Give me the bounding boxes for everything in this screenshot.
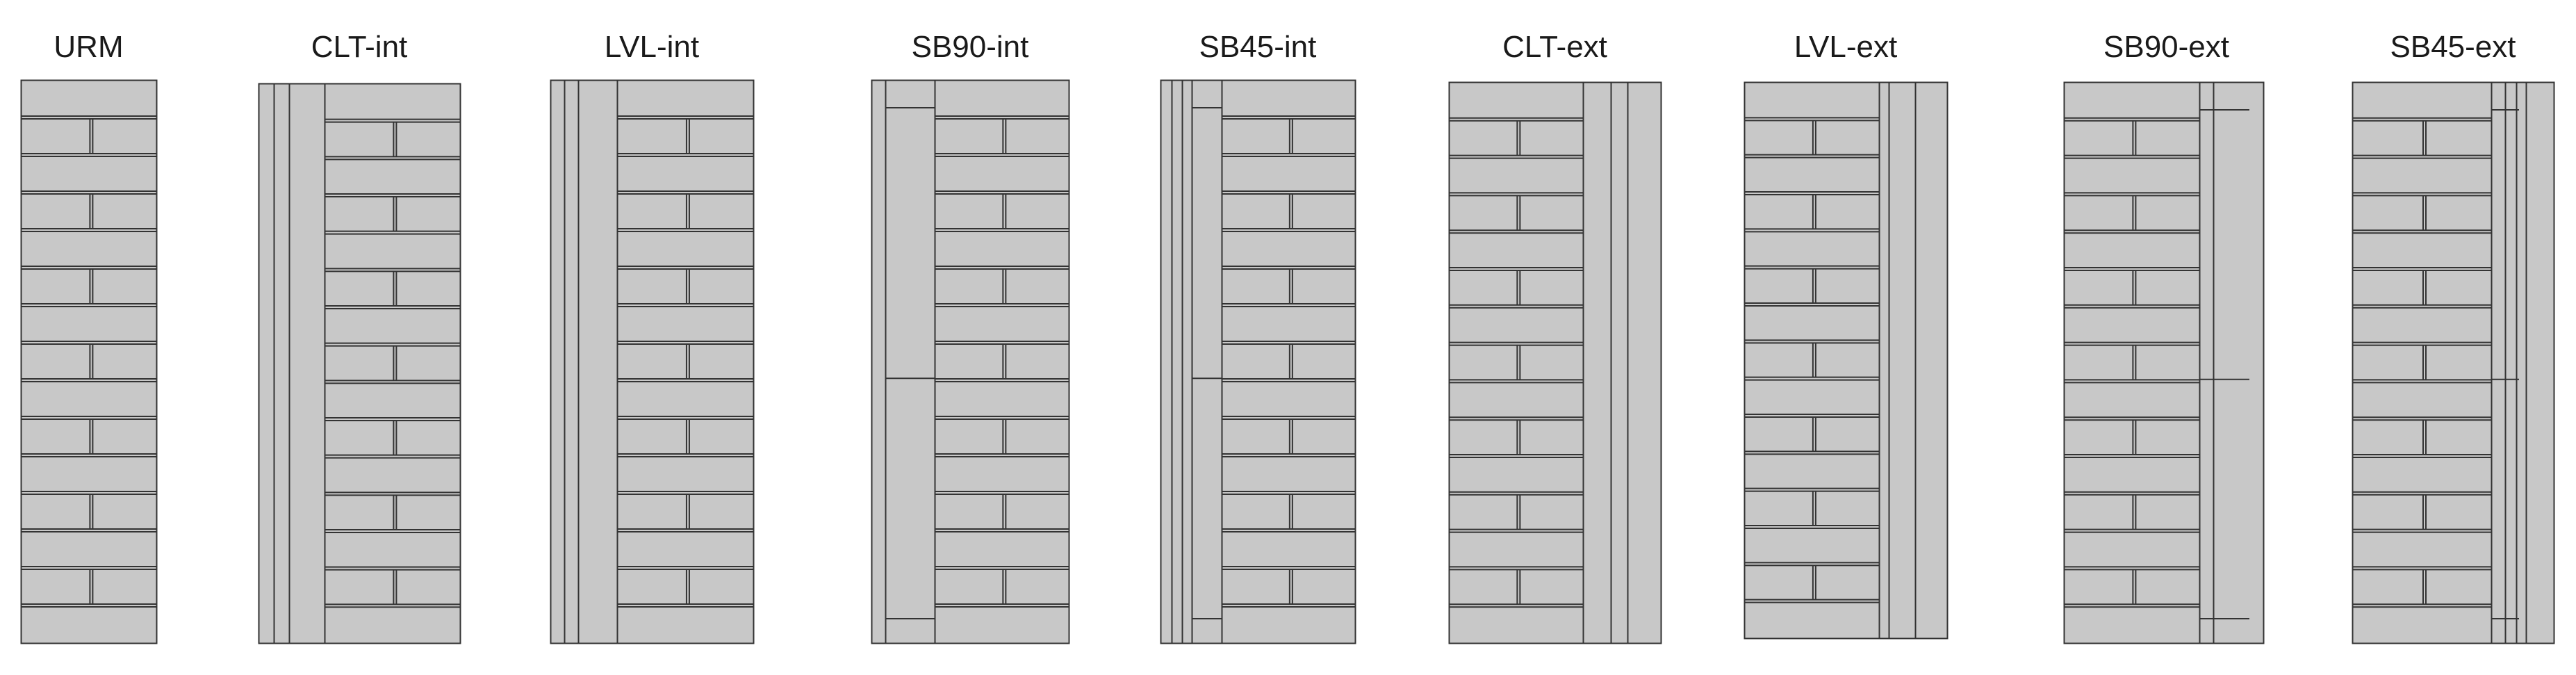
masonry-wythe	[2063, 81, 2201, 644]
retrofit-layer	[2199, 81, 2215, 644]
panel-lvl-ext: LVL-ext	[1744, 0, 1949, 675]
panel-label: SB90-ext	[2103, 30, 2229, 64]
panel-clt-int: CLT-int	[258, 0, 461, 675]
retrofit-layer	[1627, 81, 1662, 644]
retrofit-layer	[2525, 81, 2555, 644]
panel-urm: URM	[20, 0, 158, 675]
wall-section-clt-int	[258, 83, 461, 644]
retrofit-layer	[1610, 81, 1629, 644]
retrofit-layer	[2491, 81, 2507, 644]
retrofit-layer	[564, 79, 580, 644]
panel-label: SB45-ext	[2390, 30, 2516, 64]
wall-section-lvl-int	[550, 79, 755, 644]
wall-section-sb45-int	[1160, 79, 1356, 644]
masonry-wythe	[1744, 81, 1880, 640]
panel-sb45-ext: SB45-ext	[2352, 0, 2555, 675]
retrofit-layer	[871, 79, 887, 644]
retrofit-layer	[2516, 81, 2527, 644]
panel-sb90-ext: SB90-ext	[2063, 0, 2269, 675]
panel-sb90-int: SB90-int	[871, 0, 1070, 675]
panel-label: CLT-int	[311, 30, 408, 64]
retrofit-layer	[1191, 79, 1223, 644]
panel-clt-ext: CLT-ext	[1448, 0, 1662, 675]
retrofit-layer	[885, 79, 936, 644]
wall-section-lvl-ext	[1744, 81, 1949, 640]
masonry-wythe	[2352, 81, 2493, 644]
panel-label: URM	[54, 30, 124, 64]
panel-label: CLT-ext	[1502, 30, 1607, 64]
masonry-wythe	[1221, 79, 1356, 644]
panel-label: SB90-int	[911, 30, 1029, 64]
masonry-wythe	[616, 79, 755, 644]
wall-section-sb90-int	[871, 79, 1070, 644]
retrofit-layer	[1914, 81, 1949, 640]
panel-label: SB45-int	[1199, 30, 1317, 64]
retrofit-layer	[1878, 81, 1890, 640]
retrofit-layer	[577, 79, 618, 644]
wall-section-urm	[20, 79, 158, 644]
wall-section-clt-ext	[1448, 81, 1662, 644]
retrofit-layer	[273, 83, 290, 644]
retrofit-layer	[2213, 81, 2265, 644]
masonry-wythe	[934, 79, 1070, 644]
panel-label: LVL-int	[604, 30, 700, 64]
masonry-wythe	[20, 79, 158, 644]
retrofit-layer	[288, 83, 326, 644]
retrofit-layer	[1160, 79, 1173, 644]
retrofit-layer	[1582, 81, 1612, 644]
retrofit-layer	[1181, 79, 1193, 644]
masonry-wythe	[1448, 81, 1584, 644]
panel-sb45-int: SB45-int	[1160, 0, 1356, 675]
panel-label: LVL-ext	[1794, 30, 1898, 64]
retrofit-layer	[2504, 81, 2518, 644]
retrofit-layer	[258, 83, 275, 644]
masonry-wythe	[324, 83, 461, 644]
retrofit-layer	[1888, 81, 1917, 640]
wall-section-sb45-ext	[2352, 81, 2555, 644]
retrofit-layer	[1171, 79, 1183, 644]
wall-section-sb90-ext	[2063, 81, 2265, 644]
retrofit-layer	[550, 79, 566, 644]
panel-lvl-int: LVL-int	[550, 0, 755, 675]
